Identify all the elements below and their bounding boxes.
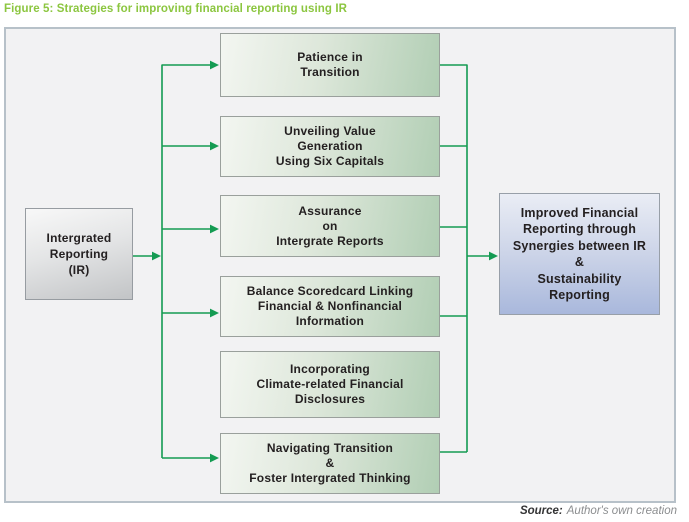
source-text: Author's own creation (566, 505, 677, 517)
node-climate-related-disclosures: Incorporating Climate-related Financial … (220, 351, 440, 418)
node-integrated-reporting: Intergrated Reporting (IR) (25, 208, 133, 300)
source-label: Source: (519, 505, 563, 517)
node-unveiling-value-generation: Unveiling Value Generation Using Six Cap… (220, 116, 440, 177)
node-improved-financial-reporting: Improved Financial Reporting through Syn… (499, 193, 660, 315)
source-note: Source:Author's own creation (520, 505, 677, 517)
figure-title: Figure 5: Strategies for improving finan… (4, 3, 348, 15)
node-assurance-on-integrated-reports: Assurance on Intergrate Reports (220, 195, 440, 257)
connector-line-group (133, 60, 498, 463)
node-navigating-transition: Navigating Transition & Foster Intergrat… (220, 433, 440, 494)
node-patience-in-transition: Patience in Transition (220, 33, 440, 97)
node-balanced-scorecard-linking: Balance Scoredcard Linking Financial & N… (220, 276, 440, 337)
